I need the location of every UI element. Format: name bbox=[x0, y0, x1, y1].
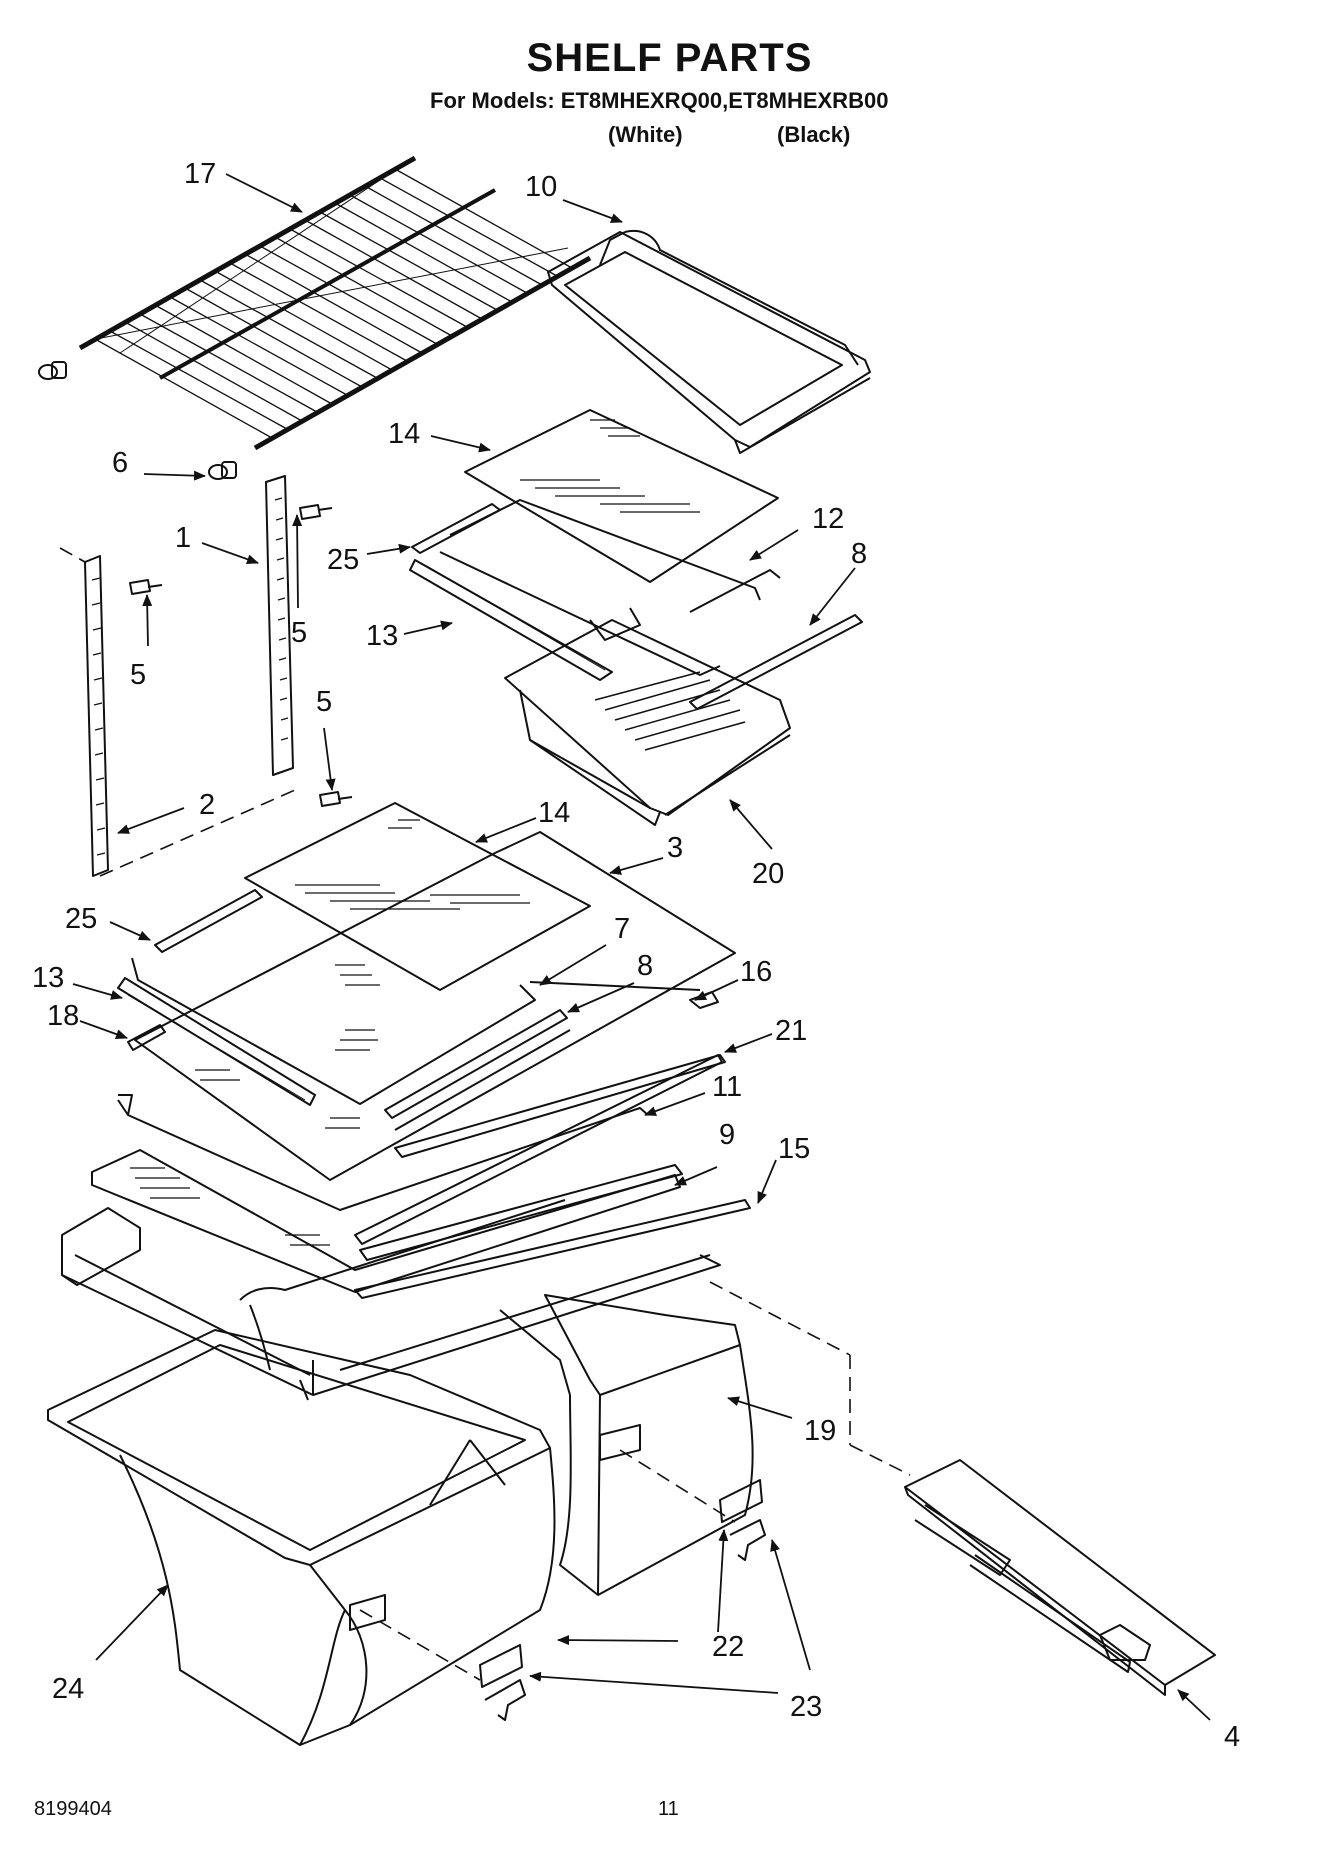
callout-24: 24 bbox=[52, 1673, 84, 1705]
callout-2: 2 bbox=[199, 789, 215, 821]
callout-5a: 5 bbox=[291, 617, 307, 649]
callout-labels: 17 10 14 6 12 1 8 25 5 13 5 5 2 14 3 20 … bbox=[32, 158, 1240, 1753]
callout-14a: 14 bbox=[388, 418, 420, 450]
rail-15 bbox=[354, 1199, 751, 1299]
leader-arrows bbox=[72, 173, 1211, 1721]
variant-black: (Black) bbox=[777, 122, 851, 147]
callout-6: 6 bbox=[112, 447, 128, 479]
callout-9: 9 bbox=[719, 1119, 735, 1151]
glass-shelf-upper bbox=[464, 409, 779, 583]
callout-1: 1 bbox=[175, 522, 191, 554]
crisper-drawer-small bbox=[499, 1294, 754, 1596]
callout-18: 18 bbox=[47, 1000, 79, 1032]
callout-5c: 5 bbox=[316, 686, 332, 718]
screws bbox=[129, 504, 353, 807]
callout-4: 4 bbox=[1224, 1721, 1240, 1753]
crisper-drawer-large bbox=[47, 1329, 556, 1746]
callout-21: 21 bbox=[775, 1015, 807, 1047]
wire-shelf bbox=[78, 155, 592, 451]
glass-shelf-9 bbox=[91, 1149, 683, 1293]
callout-5b: 5 bbox=[130, 659, 146, 691]
callout-23: 23 bbox=[790, 1691, 822, 1723]
callout-14b: 14 bbox=[538, 797, 570, 829]
callout-11: 11 bbox=[712, 1071, 742, 1103]
models-line: For Models: ET8MHEXRQ00,ET8MHEXRB00 bbox=[430, 88, 889, 113]
lower-shelf-frames bbox=[117, 889, 726, 1245]
callout-25b: 25 bbox=[65, 903, 97, 935]
document-number: 8199404 bbox=[34, 1798, 112, 1820]
callout-8a: 8 bbox=[851, 538, 867, 570]
callout-12: 12 bbox=[812, 503, 844, 535]
callout-25a: 25 bbox=[327, 544, 359, 576]
drawer-clips bbox=[479, 1479, 766, 1721]
callout-16: 16 bbox=[740, 956, 772, 988]
callout-15: 15 bbox=[778, 1133, 810, 1165]
callout-7: 7 bbox=[614, 913, 630, 945]
callout-3: 3 bbox=[667, 832, 683, 864]
rail-1 bbox=[265, 475, 294, 776]
rail-2 bbox=[84, 555, 109, 877]
callout-19: 19 bbox=[804, 1415, 836, 1447]
shelf-end-caps bbox=[38, 361, 237, 480]
callout-20: 20 bbox=[752, 858, 784, 890]
page-title: SHELF PARTS bbox=[526, 36, 813, 80]
page-number: 11 bbox=[658, 1798, 679, 1820]
crisper-cover-frame bbox=[61, 1199, 721, 1401]
callout-10: 10 bbox=[525, 171, 557, 203]
callout-8b: 8 bbox=[637, 950, 653, 982]
callout-17: 17 bbox=[184, 158, 216, 190]
glass-shelf-lower bbox=[244, 802, 591, 991]
guide-lines bbox=[59, 547, 911, 1681]
callout-13b: 13 bbox=[32, 962, 64, 994]
callout-22: 22 bbox=[712, 1631, 744, 1663]
variant-white: (White) bbox=[608, 122, 683, 147]
upper-drawer bbox=[504, 607, 791, 826]
callout-13a: 13 bbox=[366, 620, 398, 652]
storage-bin bbox=[547, 230, 871, 454]
shelf-panel-3 bbox=[134, 831, 736, 1181]
cover-assembly-4 bbox=[904, 1459, 1216, 1696]
